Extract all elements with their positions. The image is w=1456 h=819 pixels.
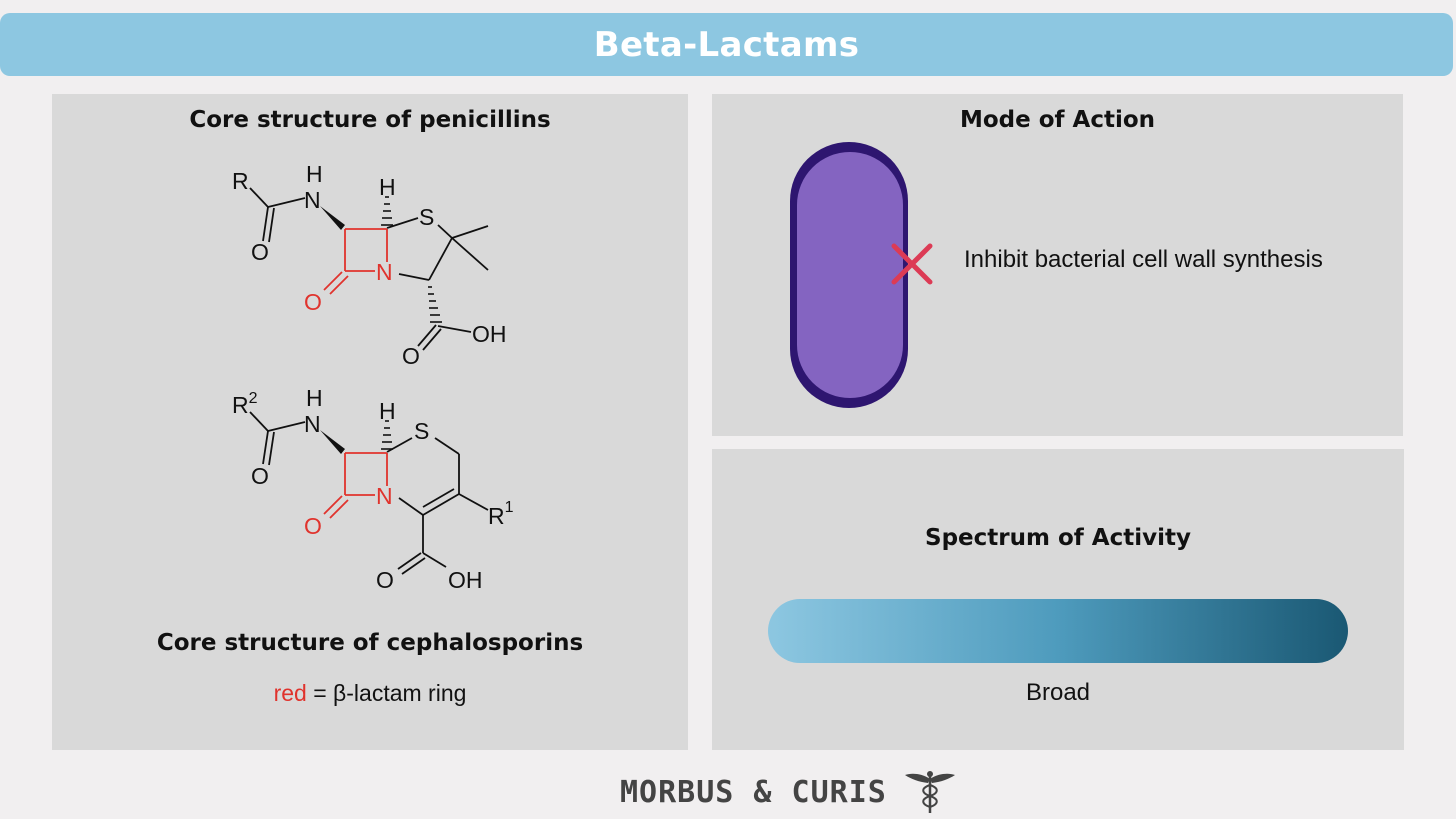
structures-diagram: R H N H S N O O O OH bbox=[232, 161, 514, 593]
penicillin-atom-h-amide: H bbox=[306, 161, 323, 187]
penicillin-atom-o-amide: O bbox=[251, 239, 269, 265]
cephalosporin-atom-oh: OH bbox=[448, 567, 483, 593]
penicillin-atom-oh: OH bbox=[472, 321, 507, 347]
cephalosporin-atom-h-amide: H bbox=[306, 385, 323, 411]
page-title: Beta-Lactams bbox=[593, 24, 860, 65]
cephalosporin-atom-o-lactam: O bbox=[304, 513, 322, 539]
penicillin-atom-n-amide: N bbox=[304, 187, 321, 213]
cephalosporin-atom-n-ring: N bbox=[376, 483, 393, 509]
caduceus-icon bbox=[904, 771, 955, 813]
penicillin-atom-s: S bbox=[419, 204, 434, 230]
cephalosporin-atom-o-acid: O bbox=[376, 567, 394, 593]
legend: red = β-lactam ring bbox=[52, 680, 688, 707]
penicillin-atom-r: R bbox=[232, 168, 249, 194]
mode-of-action-panel: Mode of Action Inhibit bacterial cell wa… bbox=[712, 94, 1403, 436]
legend-text: = β-lactam ring bbox=[306, 680, 467, 706]
penicillin-atom-h-ring: H bbox=[379, 174, 396, 200]
cross-icon bbox=[891, 243, 933, 285]
brand-name: MORBUS & CURIS bbox=[620, 774, 887, 810]
cephalosporin-atom-r1: R1 bbox=[488, 499, 514, 529]
cephalosporin-atom-r: R2 bbox=[232, 390, 258, 418]
bacterium-icon bbox=[790, 142, 933, 408]
spectrum-gradient-bar bbox=[768, 599, 1348, 663]
spectrum-title: Spectrum of Activity bbox=[925, 525, 1191, 551]
mode-of-action-title: Mode of Action bbox=[959, 107, 1156, 133]
spectrum-label: Broad bbox=[1025, 679, 1091, 706]
cephalosporin-title: Core structure of cephalosporins bbox=[156, 630, 584, 656]
penicillin-structure: R H N H S N O O O OH bbox=[232, 161, 507, 369]
footer-brand: MORBUS & CURIS bbox=[620, 768, 957, 816]
penicillin-atom-o-lactam: O bbox=[304, 289, 322, 315]
penicillin-title: Core structure of penicillins bbox=[189, 107, 551, 133]
cephalosporin-atom-h-ring: H bbox=[379, 398, 396, 424]
legend-red-word: red bbox=[273, 680, 307, 706]
cephalosporin-atom-n-amide: N bbox=[304, 411, 321, 437]
cephalosporin-atom-s: S bbox=[414, 418, 429, 444]
header-banner: Beta-Lactams bbox=[0, 13, 1453, 76]
penicillin-atom-o-acid: O bbox=[402, 343, 420, 369]
cephalosporin-structure: R2 H N H S N O O O OH R1 bbox=[232, 385, 514, 593]
cephalosporin-atom-o-amide: O bbox=[251, 463, 269, 489]
structures-panel: Core structure of penicillins bbox=[52, 94, 688, 750]
spectrum-panel: Spectrum of Activity Broad bbox=[712, 449, 1404, 750]
mode-of-action-description: Inhibit bacterial cell wall synthesis bbox=[964, 246, 1323, 273]
penicillin-atom-n-ring: N bbox=[376, 259, 393, 285]
